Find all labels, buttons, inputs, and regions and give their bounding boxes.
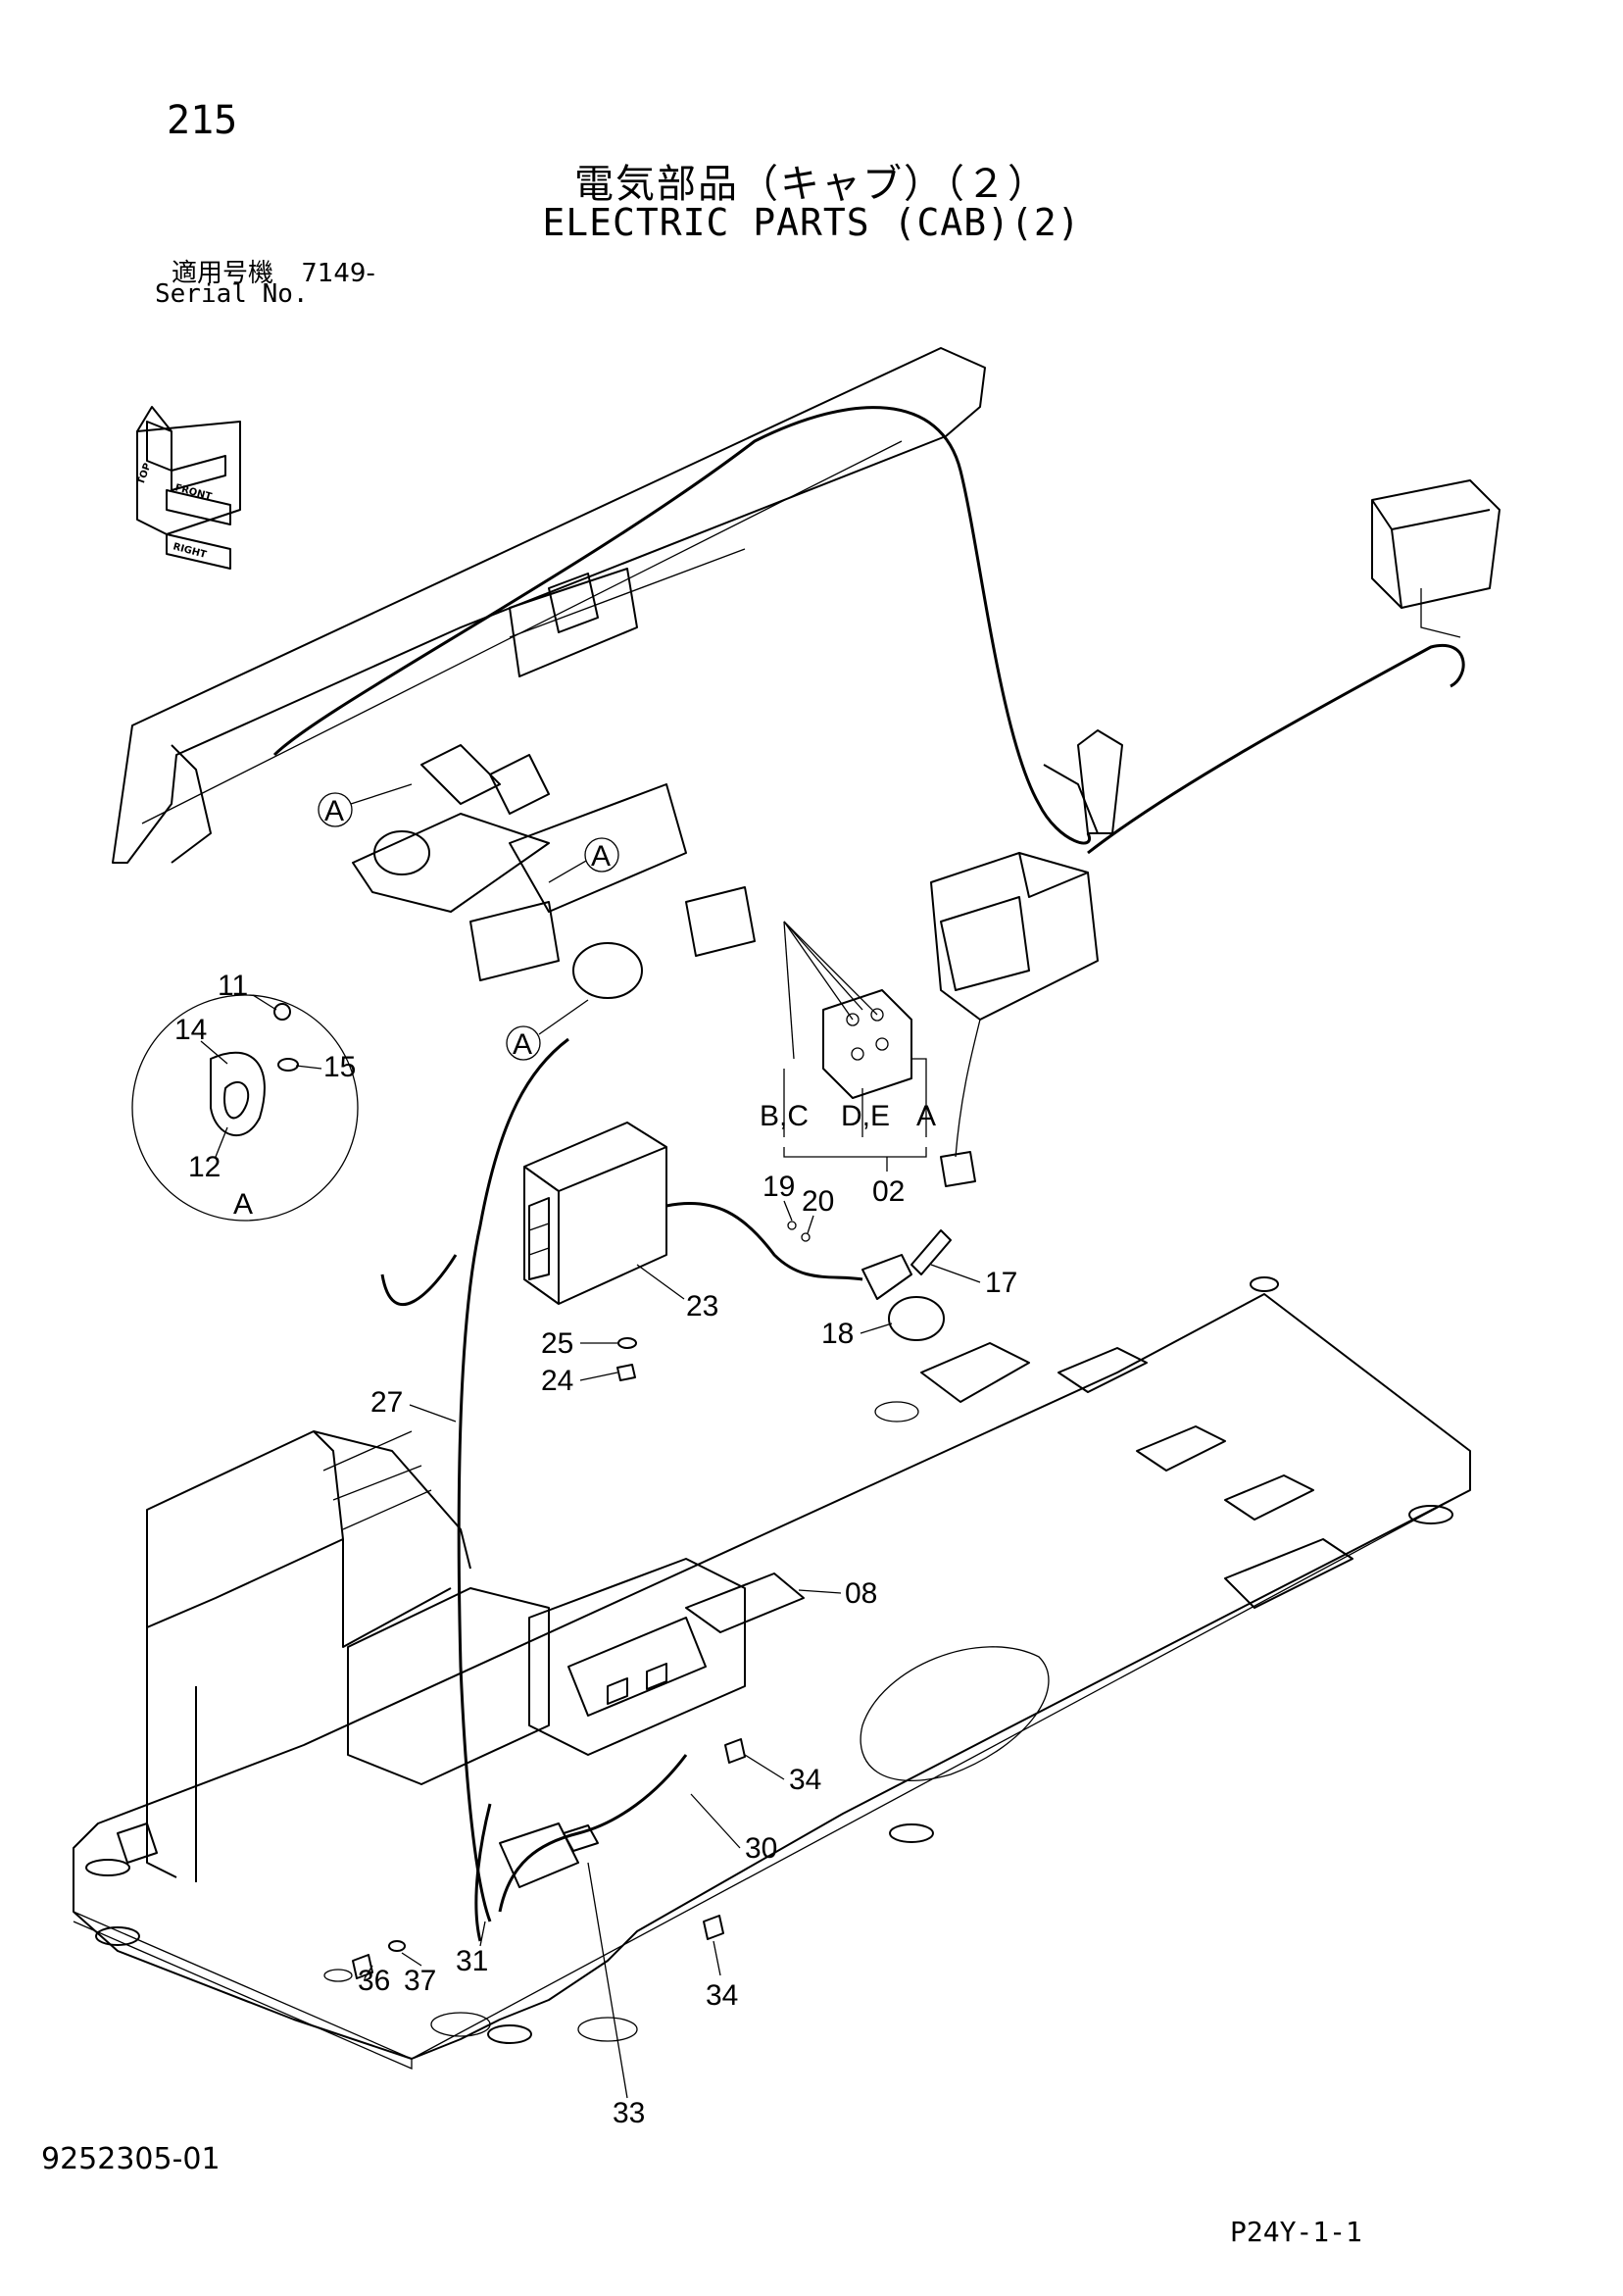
callout-24: 24: [541, 1365, 573, 1397]
callout-11: 11: [218, 970, 248, 1002]
callout-25: 25: [541, 1327, 573, 1360]
fuse-box-assembly: 08: [528, 1558, 877, 1756]
orientation-top-label: TOP: [135, 462, 153, 486]
title-english: ELECTRIC PARTS (CAB)(2): [542, 201, 1081, 244]
serial-value: 7149-: [301, 259, 375, 288]
serial-label-english: Serial No.: [155, 279, 309, 309]
overhead-console: [112, 347, 986, 864]
page-number: 215: [167, 98, 238, 143]
callout-a-2: A: [591, 840, 611, 873]
callout-b-c: B,C: [760, 1100, 809, 1132]
callout-34-upper: 34: [789, 1764, 821, 1796]
bolt-34-lower: 34: [703, 1915, 738, 2012]
detail-a-view: 11 14 15 12 A: [131, 970, 359, 1222]
callout-a-4: A: [916, 1100, 936, 1132]
orientation-right-label: RIGHT: [172, 541, 208, 561]
relay-cluster: [352, 744, 756, 999]
console-harness: [272, 406, 1092, 845]
lower-harness-31: [474, 1803, 492, 1942]
main-harness: [457, 1037, 569, 1922]
monitor-display: [1371, 479, 1500, 638]
left-frame-assembly: [85, 1430, 550, 1882]
callout-19: 19: [762, 1171, 795, 1203]
horn-switch-assembly: 19 20 17 18: [762, 1171, 1017, 1350]
callout-37: 37: [404, 1965, 436, 1997]
main-harness-branch: [380, 1254, 458, 1307]
detail-a-label: A: [233, 1188, 253, 1221]
ecu-box: 23: [523, 1122, 718, 1323]
callout-36: 36: [358, 1965, 390, 1997]
title-japanese: 電気部品（キャブ）（２）: [574, 162, 1049, 207]
ecu-mount-hardware: 25 24: [541, 1327, 637, 1397]
serial-label-jp-text: 適用号機: [172, 259, 274, 288]
callout-27: 27: [370, 1386, 403, 1419]
callout-31: 31: [456, 1945, 488, 1977]
callout-20: 20: [802, 1185, 834, 1218]
pillar-bracket: [1043, 729, 1123, 834]
callout-18: 18: [821, 1318, 854, 1350]
callout-33: 33: [613, 2097, 645, 2129]
callout-30: 30: [745, 1832, 777, 1865]
hardware-36-37: 36 37: [352, 1940, 436, 1997]
callout-02: 02: [872, 1175, 905, 1208]
callout-d-e: D,E: [841, 1100, 890, 1132]
floor-plate: [73, 1293, 1471, 2070]
switch-block: B,C D,E A 02: [760, 921, 936, 1208]
drawing-number: 9252305-01: [41, 2142, 221, 2176]
callout-a-3: A: [513, 1028, 532, 1061]
page-reference: P24Y-1-1: [1230, 2216, 1362, 2248]
ecu-cable: [665, 1201, 863, 1281]
callout-14: 14: [174, 1014, 207, 1046]
connector-block-33: [499, 1822, 599, 1888]
cab-mounts: [95, 1276, 1453, 2044]
callout-a-group: A A A: [318, 783, 619, 1061]
callout-34-lower: 34: [706, 1979, 738, 2012]
callout-17: 17: [985, 1267, 1017, 1299]
callout-08: 08: [845, 1577, 877, 1610]
orientation-indicator: TOP FRONT RIGHT: [135, 406, 241, 570]
callout-a-1: A: [324, 795, 344, 827]
serial-label-japanese: 適用号機 7149-: [172, 253, 375, 289]
callout-15: 15: [323, 1051, 356, 1083]
bolt-34-upper: 34: [724, 1738, 821, 1796]
monitor-cable: [1087, 643, 1465, 855]
orientation-front-label: FRONT: [173, 482, 213, 503]
callout-23: 23: [686, 1290, 718, 1323]
controller-box: [930, 852, 1099, 1187]
